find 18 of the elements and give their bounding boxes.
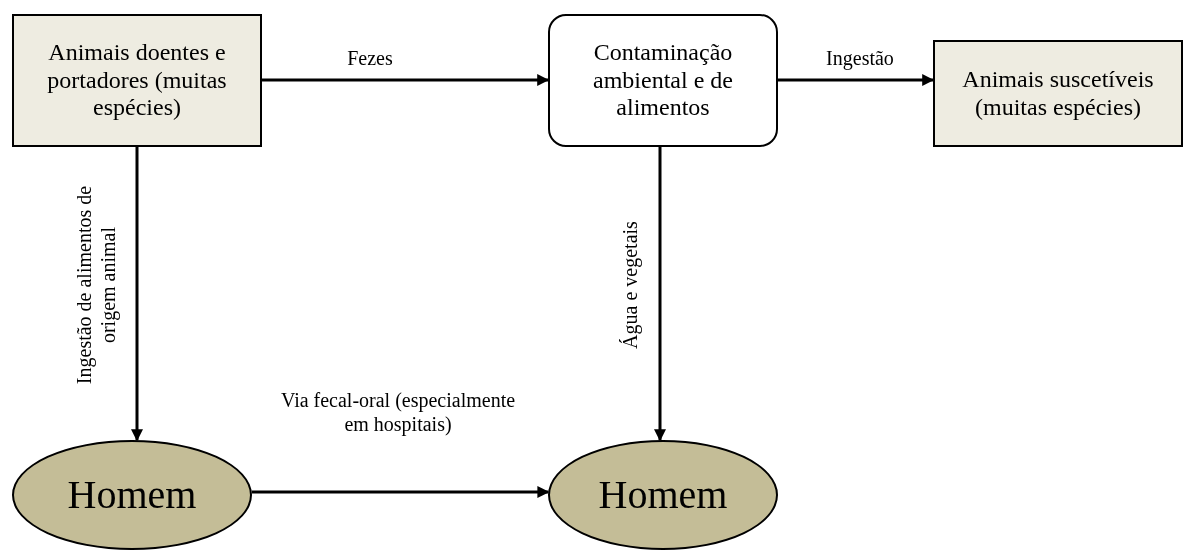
arrow bbox=[778, 74, 935, 86]
node-text: Contaminação ambiental e de alimentos bbox=[592, 39, 734, 122]
rounded-box bbox=[548, 14, 778, 147]
arrow bbox=[262, 74, 550, 86]
edge-label: Água e vegetais bbox=[618, 220, 643, 351]
node-text: Homem bbox=[66, 472, 198, 518]
edge-label: Ingestão de alimentos de origem animal bbox=[72, 184, 121, 387]
edge-label: Fezes bbox=[346, 46, 394, 70]
arrow bbox=[251, 486, 550, 498]
process-box bbox=[12, 14, 262, 147]
process-box bbox=[933, 40, 1183, 147]
arrow bbox=[654, 147, 666, 442]
node-text: Animais doentes e portadores (muitas espécies) bbox=[46, 39, 228, 122]
node-text: Animais suscetíveis (muitas espécies) bbox=[961, 65, 1155, 122]
arrow bbox=[131, 147, 143, 442]
edge-label: Via fecal-oral (especialmente em hospitais) bbox=[279, 388, 517, 436]
edge-label: Ingestão bbox=[825, 46, 895, 70]
node-text: Homem bbox=[597, 472, 729, 518]
